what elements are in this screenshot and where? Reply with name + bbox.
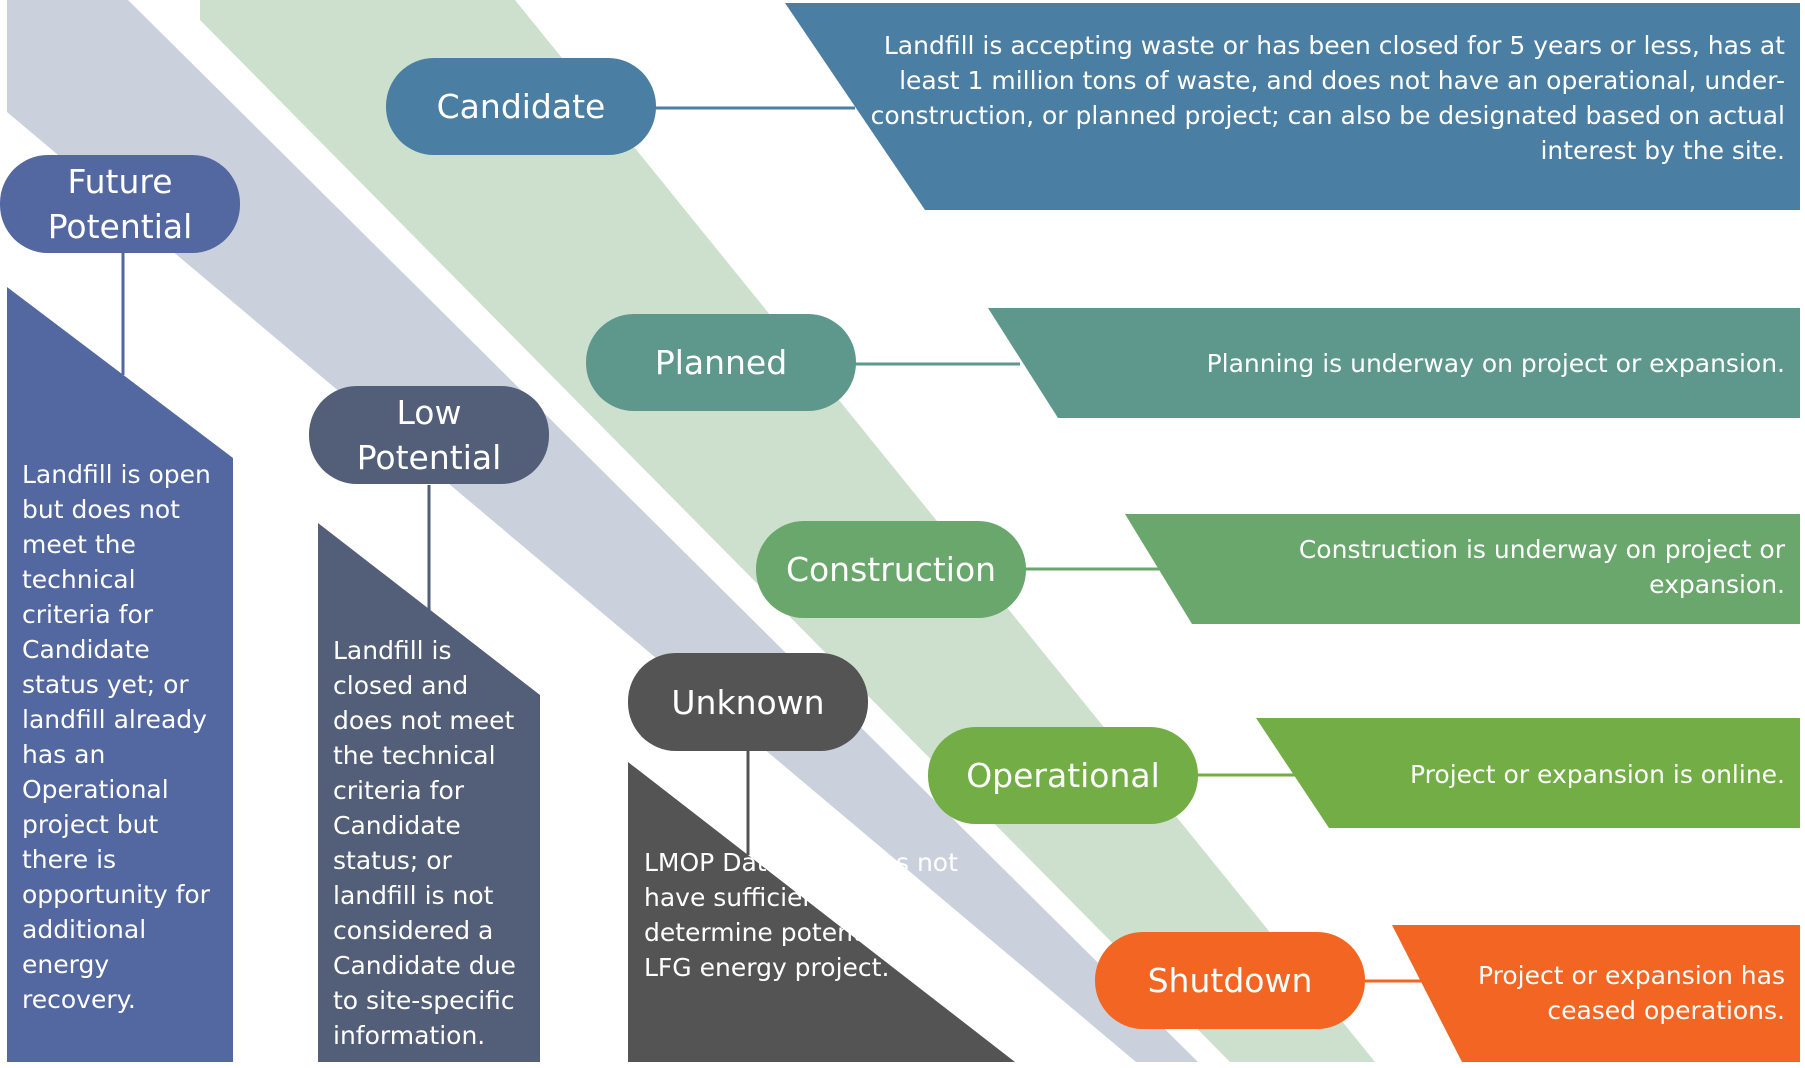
shutdown-pill: Shutdown <box>1095 932 1365 1029</box>
planned-box-shape <box>988 308 1800 418</box>
future-description: Landfill is open but does not meet the t… <box>22 460 211 1014</box>
operational-description: Project or expansion is online. <box>1410 760 1785 789</box>
unknown-box-shape <box>628 762 1015 1062</box>
construction-pill: Construction <box>756 521 1026 618</box>
unknown-description: LMOP Database does not have sufficient d… <box>644 848 974 982</box>
shutdown-description: Project or expansion has ceased operatio… <box>1477 961 1785 1025</box>
operational-pill: Operational <box>928 727 1198 824</box>
unknown-pill: Unknown <box>628 653 868 751</box>
candidate-pill: Candidate <box>386 58 656 155</box>
low-description: Landfill is closed and does not meet the… <box>333 636 516 1050</box>
gray-band <box>7 0 1198 1062</box>
low-potential-pill: Low Potential <box>309 386 549 484</box>
planned-pill: Planned <box>586 314 856 411</box>
candidate-description: Landfill is accepting waste or has been … <box>870 31 1785 165</box>
candidate-box-shape <box>785 3 1800 210</box>
operational-box-shape <box>1256 718 1800 828</box>
planned-description: Planning is underway on project or expan… <box>1206 349 1785 378</box>
construction-description: Construction is underway on project or e… <box>1298 535 1785 599</box>
future-potential-pill: Future Potential <box>0 155 240 253</box>
shutdown-box-shape <box>1392 925 1800 1062</box>
low-box-shape <box>318 523 540 1062</box>
future-box-shape <box>7 287 233 1062</box>
construction-box-shape <box>1125 514 1800 624</box>
